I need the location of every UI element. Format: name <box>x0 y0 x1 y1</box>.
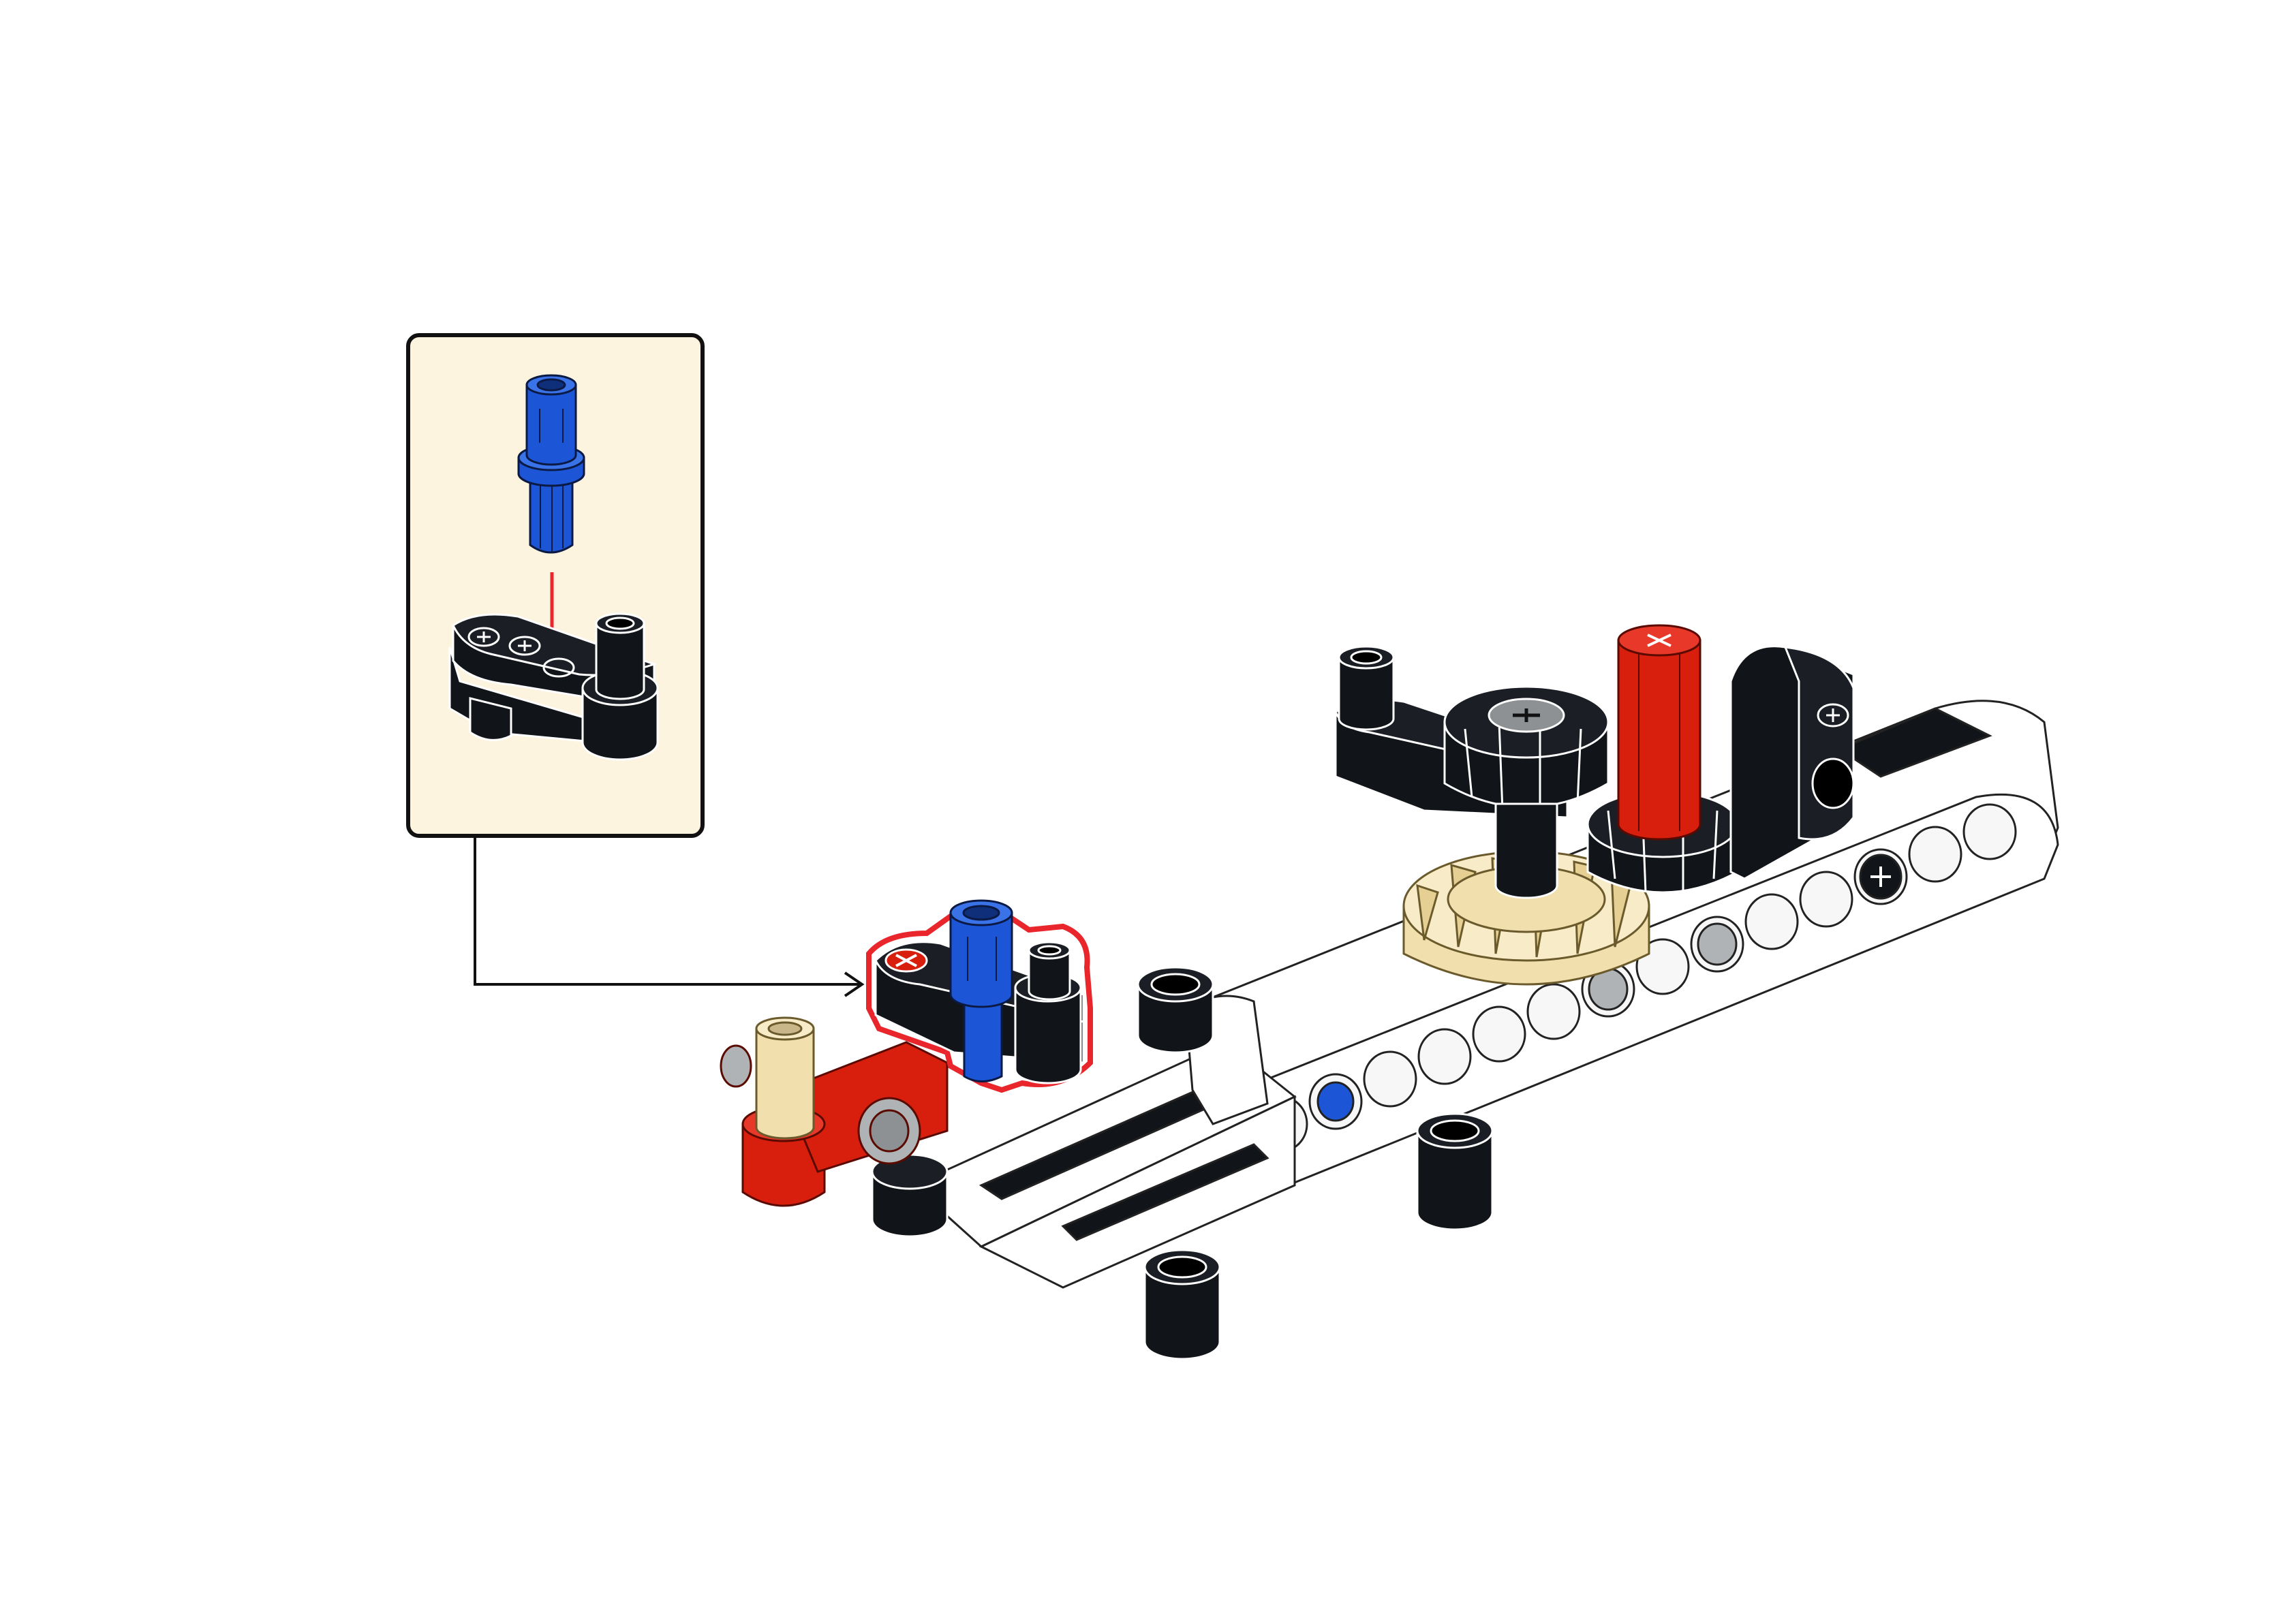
blue-pin-with-axle-part <box>517 374 585 554</box>
black-bush-middle <box>1416 1112 1494 1231</box>
callout-box <box>406 333 705 838</box>
blue-pin-new <box>949 899 1013 1082</box>
black-bush-front <box>1143 1249 1221 1360</box>
tan-pin <box>755 1016 815 1140</box>
new-part-highlight <box>866 899 1093 1093</box>
leader-line <box>474 836 865 997</box>
black-bush-back-left <box>1137 966 1214 1054</box>
black-lever-with-pin-part <box>448 612 659 761</box>
black-vertical-liftarm <box>1729 645 1855 880</box>
red-axle <box>1617 624 1701 841</box>
black-bush-left-low <box>871 1153 949 1238</box>
white-liftarm-left <box>911 995 1297 1289</box>
tan-gear-20-tooth <box>1402 850 1650 986</box>
black-gear-16-tooth <box>1443 685 1609 899</box>
main-assembly <box>720 624 2059 1360</box>
